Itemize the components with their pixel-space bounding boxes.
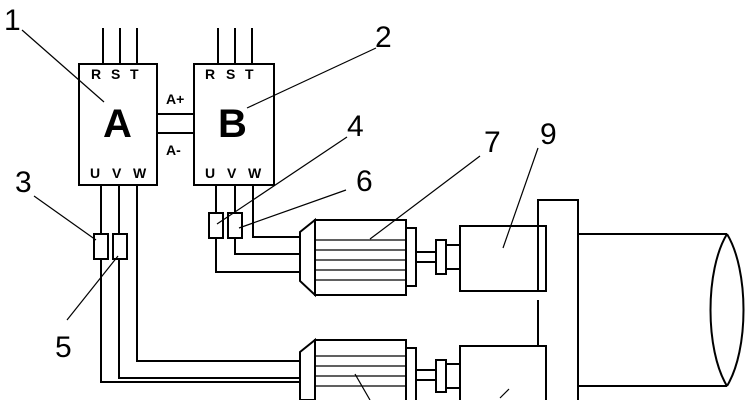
- drive-b-terminal-r: R: [205, 66, 215, 82]
- lower-coupling: [416, 359, 461, 393]
- lower-motor: [299, 337, 417, 400]
- upper-coupling: [416, 239, 461, 275]
- link-minus-label: A-: [166, 142, 181, 158]
- ref-3: 3: [15, 166, 32, 199]
- sensor-4: [208, 212, 224, 239]
- sensor-3: [93, 233, 109, 260]
- drive-b-terminal-t: T: [245, 66, 254, 82]
- drive-link: A+ A-: [157, 91, 194, 158]
- drive-b-terminal-v: V: [227, 165, 237, 181]
- drive-b-supply-lines: [217, 28, 253, 64]
- drive-b-input-terminals: R S T: [205, 66, 254, 82]
- drive-b-terminal-u: U: [205, 165, 215, 181]
- drive-a-output-terminals: U V W: [90, 165, 147, 181]
- link-plus-label: A+: [166, 91, 184, 107]
- ref-9: 9: [540, 118, 557, 151]
- ref-1: 1: [4, 4, 21, 37]
- upper-gearbox: [459, 225, 547, 292]
- drive-b-terminal-w: W: [248, 165, 262, 181]
- drive-a-supply-lines: [102, 28, 138, 64]
- ref-6: 6: [356, 165, 373, 198]
- drive-a-terminal-s: S: [111, 66, 120, 82]
- drive-a-input-terminals: R S T: [91, 66, 139, 82]
- drive-b-terminal-s: S: [226, 66, 235, 82]
- sensor-6: [227, 212, 243, 239]
- drive-a-terminal-r: R: [91, 66, 101, 82]
- drive-b-label: B: [218, 102, 247, 146]
- leader-lines: [21, 29, 539, 400]
- drive-a-terminal-u: U: [90, 165, 100, 181]
- drive-a-terminal-v: V: [112, 165, 122, 181]
- ref-2: 2: [375, 21, 392, 54]
- ref-7: 7: [484, 126, 501, 159]
- lower-gearbox: [459, 345, 547, 400]
- drum: [578, 233, 745, 387]
- drive-b-output-terminals: U V W: [205, 165, 262, 181]
- upper-motor: [299, 217, 417, 298]
- drive-a-terminal-t: T: [130, 66, 139, 82]
- reference-numbers: 1 2 3 4 5 6 7 9: [4, 4, 557, 364]
- drive-a-label: A: [103, 102, 132, 146]
- sensor-5: [112, 233, 128, 260]
- ref-5: 5: [55, 331, 72, 364]
- ref-4: 4: [347, 110, 364, 143]
- drive-a-terminal-w: W: [133, 165, 147, 181]
- frame: [537, 199, 579, 400]
- drive-b-box: [193, 63, 275, 186]
